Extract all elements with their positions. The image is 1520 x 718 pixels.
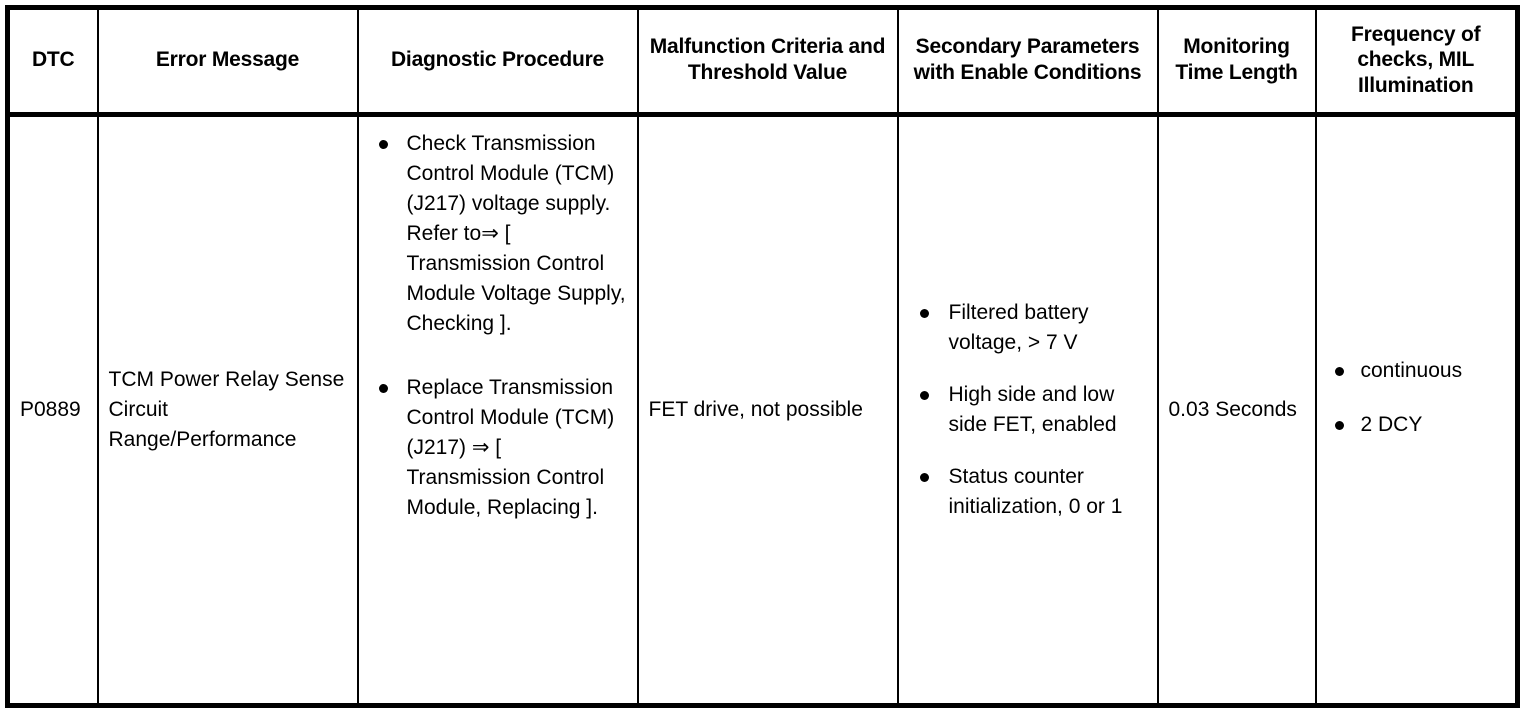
cell-monitoring-time: 0.03 Seconds bbox=[1156, 114, 1317, 706]
bullet-icon bbox=[378, 384, 388, 393]
list-item-label: Filtered battery voltage, > 7 V bbox=[948, 301, 1089, 354]
cell-error-message: TCM Power Relay Sense Circuit Range/Perf… bbox=[96, 114, 359, 706]
monitoring-time-text: 0.03 Seconds bbox=[1168, 398, 1297, 421]
bullet-icon bbox=[919, 309, 929, 318]
list-item: High side and low side FET, enabled bbox=[909, 380, 1149, 440]
malfunction-criteria-text: FET drive, not possible bbox=[648, 398, 863, 421]
bullet-icon bbox=[378, 140, 388, 149]
list-item: Check Transmission Control Module (TCM) … bbox=[369, 129, 629, 339]
bullet-icon bbox=[1334, 421, 1344, 430]
bullet-icon bbox=[919, 391, 929, 400]
cell-dtc-code: P0889 bbox=[7, 114, 99, 706]
cell-frequency-mil: continuous 2 DCY bbox=[1314, 114, 1518, 706]
list-item: 2 DCY bbox=[1327, 410, 1508, 440]
diagnostic-procedure-body: Check Transmission Control Module (TCM) … bbox=[359, 117, 637, 571]
dtc-diagnostic-table: DTC Error Message Diagnostic Procedure M… bbox=[5, 5, 1520, 708]
list-item: Status counter initialization, 0 or 1 bbox=[909, 462, 1149, 522]
column-header-criteria: Malfunction Criteria and Threshold Value bbox=[636, 7, 899, 117]
column-header-dtc: DTC bbox=[7, 7, 99, 117]
list-item: Replace Transmission Control Module (TCM… bbox=[369, 373, 629, 523]
cell-diagnostic-procedure: Check Transmission Control Module (TCM) … bbox=[356, 114, 639, 706]
list-item-label: Replace Transmission Control Module (TCM… bbox=[406, 376, 615, 519]
bullet-icon bbox=[1334, 367, 1344, 376]
list-item: continuous bbox=[1327, 356, 1508, 386]
frequency-mil-body: continuous 2 DCY bbox=[1317, 342, 1516, 478]
dtc-code-text: P0889 bbox=[20, 398, 81, 421]
secondary-parameters-body: Filtered battery voltage, > 7 V High sid… bbox=[899, 284, 1157, 536]
column-header-frequency: Frequency of checks, MIL Illumination bbox=[1314, 7, 1518, 117]
error-message-text: TCM Power Relay Sense Circuit Range/Perf… bbox=[108, 368, 345, 451]
table-row: P0889 TCM Power Relay Sense Circuit Rang… bbox=[7, 114, 1518, 706]
table-header: DTC Error Message Diagnostic Procedure M… bbox=[7, 7, 1518, 117]
header-row: DTC Error Message Diagnostic Procedure M… bbox=[7, 7, 1518, 117]
list-item-label: Status counter initialization, 0 or 1 bbox=[948, 465, 1123, 518]
secondary-parameters-list: Filtered battery voltage, > 7 V High sid… bbox=[909, 298, 1149, 522]
cell-secondary-parameters: Filtered battery voltage, > 7 V High sid… bbox=[896, 114, 1159, 706]
column-header-procedure: Diagnostic Procedure bbox=[356, 7, 639, 117]
list-item-label: continuous bbox=[1360, 359, 1463, 382]
column-header-monitor: Monitoring Time Length bbox=[1156, 7, 1317, 117]
list-item-label: High side and low side FET, enabled bbox=[948, 383, 1117, 436]
column-header-message: Error Message bbox=[96, 7, 359, 117]
column-header-secondary: Secondary Parameters with Enable Conditi… bbox=[896, 7, 1159, 117]
diagnostic-procedure-list: Check Transmission Control Module (TCM) … bbox=[369, 129, 629, 523]
list-item: Filtered battery voltage, > 7 V bbox=[909, 298, 1149, 358]
list-item-label: 2 DCY bbox=[1360, 413, 1423, 436]
table-body: P0889 TCM Power Relay Sense Circuit Rang… bbox=[7, 114, 1518, 706]
frequency-mil-list: continuous 2 DCY bbox=[1327, 356, 1508, 440]
list-item-label: Check Transmission Control Module (TCM) … bbox=[406, 132, 626, 335]
bullet-icon bbox=[919, 473, 929, 482]
cell-malfunction-criteria: FET drive, not possible bbox=[636, 114, 899, 706]
